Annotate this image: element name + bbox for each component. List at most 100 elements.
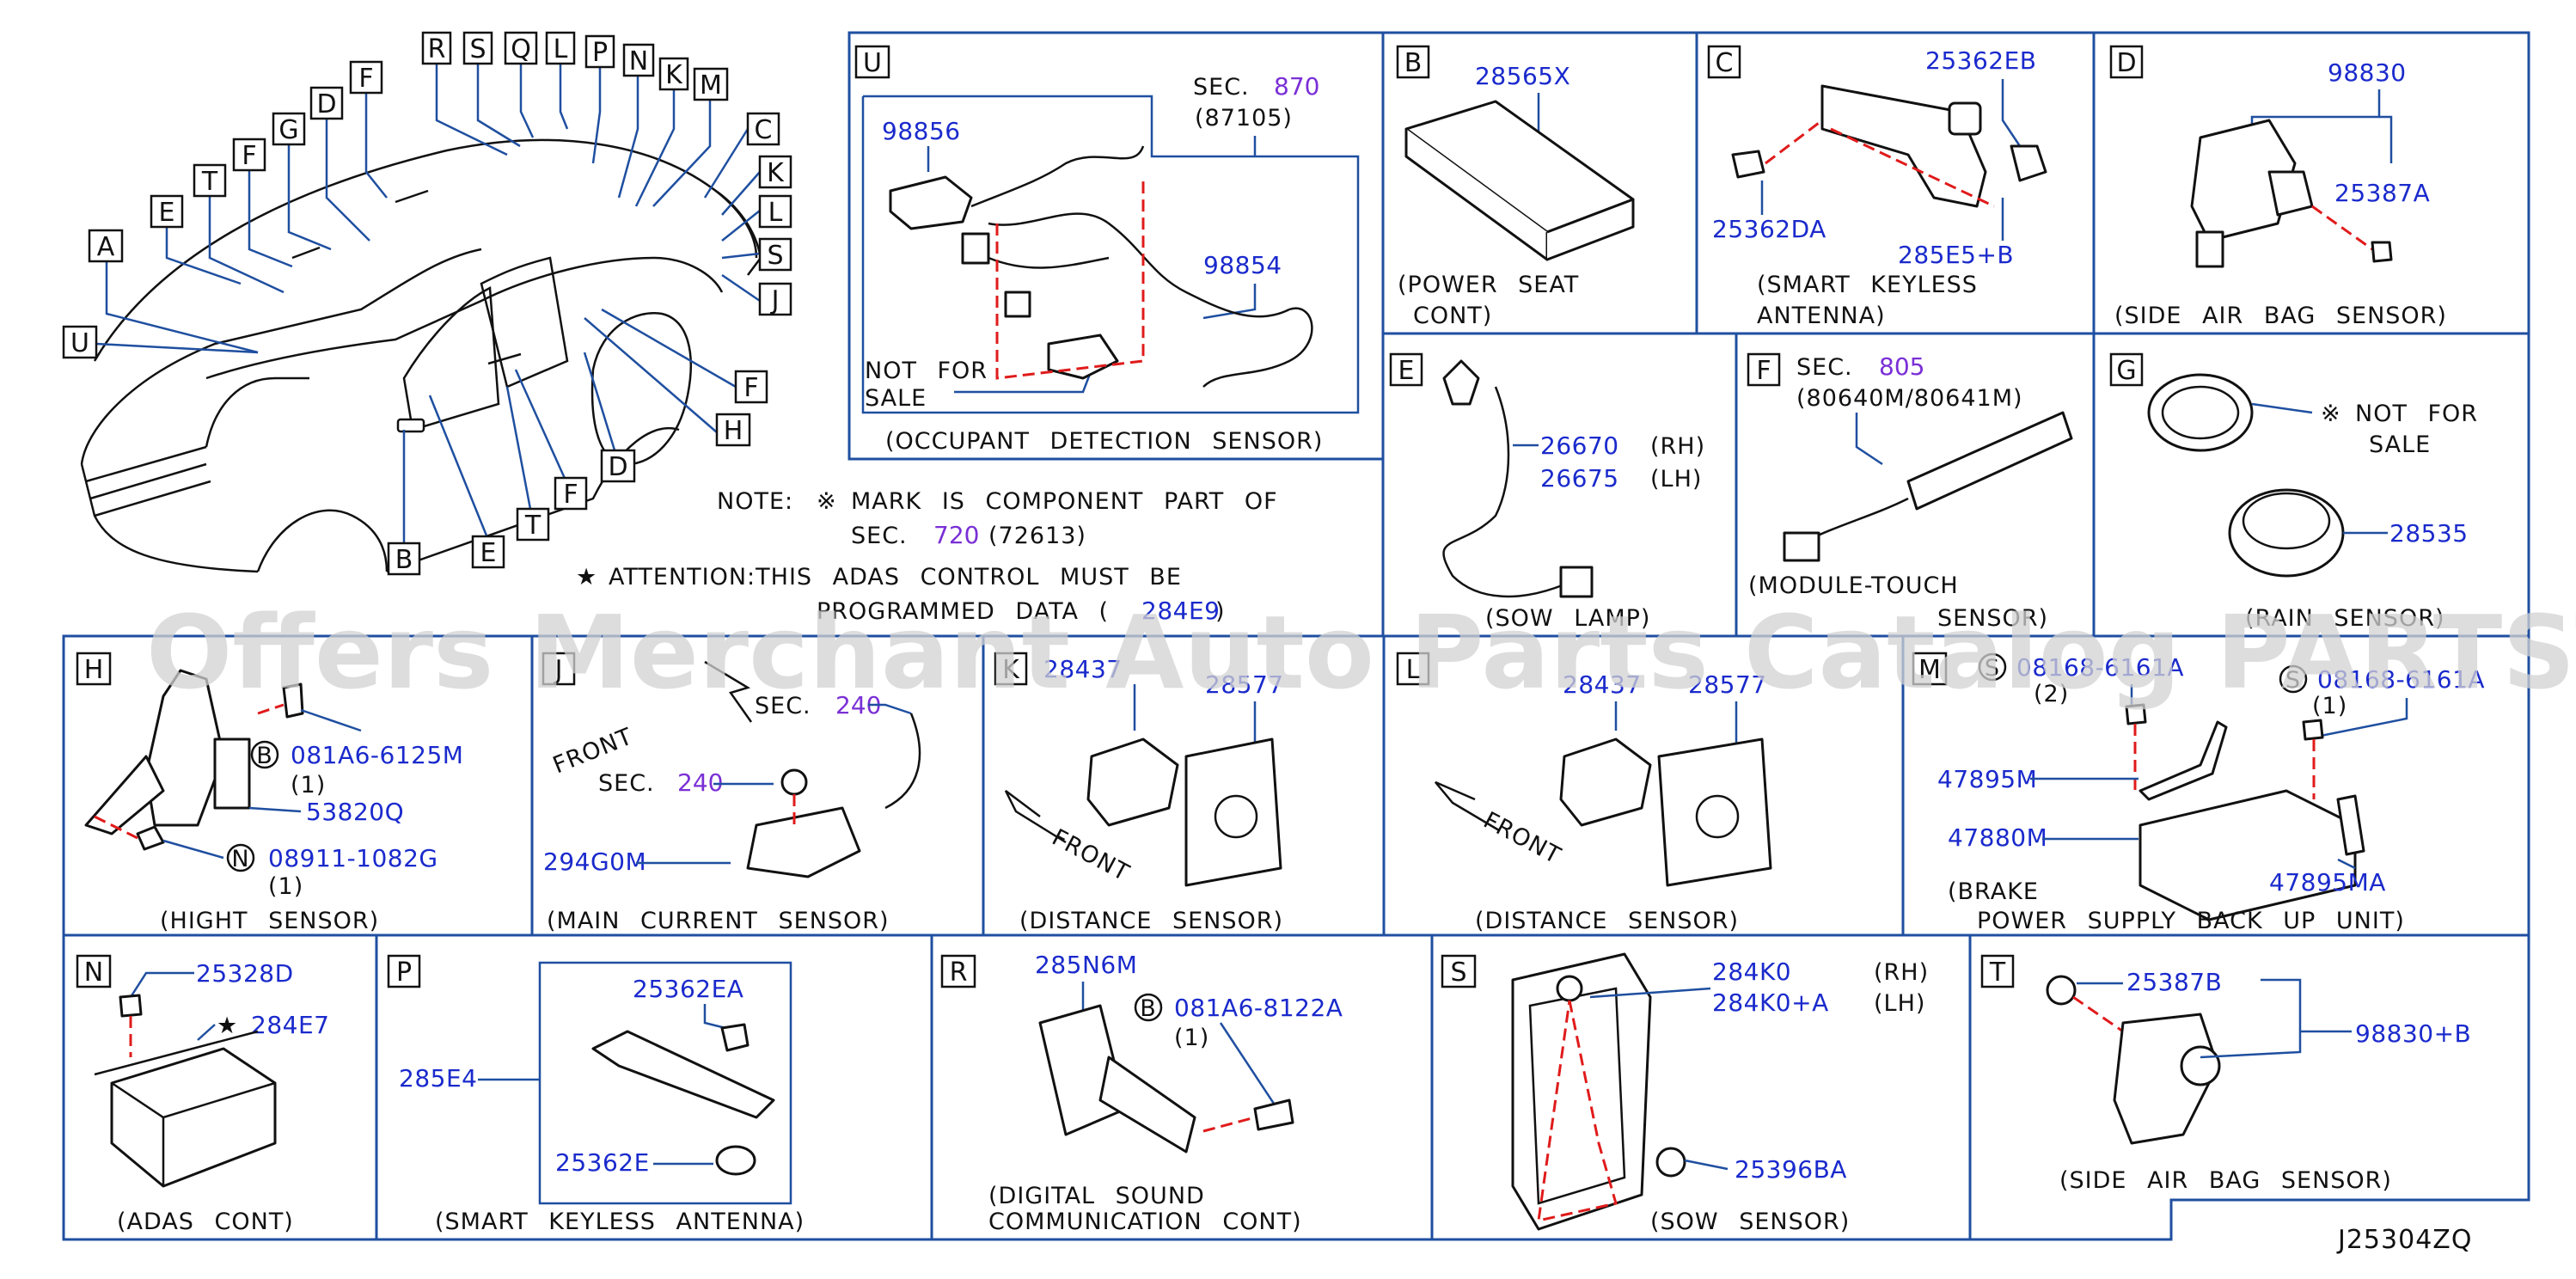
panel-u-letter: U [863, 48, 882, 78]
svg-text:L: L [768, 198, 783, 228]
note-label: NOTE: [717, 488, 793, 515]
svg-text:S: S [1985, 655, 2000, 682]
car-callout-r: R [421, 31, 452, 65]
svg-text:U: U [70, 328, 89, 358]
svg-text:284K0+A: 284K0+A [1712, 988, 1829, 1017]
panel-t: T 25387B 98830+B (SIDE AIR BAG SENSOR) [1980, 954, 2471, 1194]
car-callouts: R S Q L P N K M F D G F T E A U C K L S … [62, 31, 792, 576]
panel-c: C 25362EB 25362DA 285E5+B (SMART KEYLESS… [1707, 45, 2047, 329]
svg-text:K: K [767, 158, 785, 188]
diagram-code: J25304ZQ [2336, 1225, 2472, 1255]
panel-p: P 25362EA 285E4 25362E (SMART KEYLESS AN… [387, 954, 805, 1235]
svg-text:(1): (1) [1174, 1025, 1209, 1051]
car-callout-j: J [758, 282, 792, 316]
car-callout-f3: F [734, 370, 768, 404]
svg-text:47895MA: 47895MA [2269, 868, 2386, 897]
svg-text:(OCCUPANT DETECTION SENSOR): (OCCUPANT DETECTION SENSOR) [885, 428, 1323, 455]
svg-text:25387B: 25387B [2126, 968, 2222, 996]
svg-text:J: J [554, 655, 563, 685]
svg-text:A: A [97, 232, 115, 262]
car-leaders [95, 55, 761, 543]
note-part: 284E9 [1141, 597, 1220, 625]
svg-text:25396BA: 25396BA [1735, 1155, 1847, 1184]
svg-text:25387A: 25387A [2334, 179, 2430, 207]
svg-text:(HIGHT SENSOR): (HIGHT SENSOR) [160, 908, 379, 934]
car-callout-l: L [545, 31, 576, 65]
svg-text:28565X: 28565X [1475, 62, 1570, 90]
svg-text:R: R [950, 958, 968, 988]
svg-text:284K0: 284K0 [1712, 958, 1791, 986]
panel-h: H B 081A6-6125M (1) 53820Q N 08911-1082G… [76, 652, 463, 934]
car-callout-f4: F [554, 476, 588, 511]
svg-text:08911-1082G: 08911-1082G [268, 844, 438, 872]
svg-text:28437: 28437 [1043, 655, 1123, 683]
panel-r: R 285N6M B 081A6-8122A (1) (DIGITAL SOUN… [940, 951, 1343, 1235]
svg-text:R: R [428, 34, 446, 64]
car-callout-c: C [746, 112, 780, 146]
svg-text:25362EA: 25362EA [633, 975, 743, 1003]
svg-text:S: S [1450, 958, 1466, 988]
svg-text:SEC.: SEC. [598, 770, 655, 797]
svg-text:S: S [469, 34, 486, 64]
svg-text:C: C [755, 115, 773, 145]
car-overview [80, 138, 762, 573]
svg-text:E: E [1398, 356, 1415, 386]
svg-text:285E5+B: 285E5+B [1898, 241, 2014, 269]
svg-text:★: ★ [217, 1013, 238, 1039]
svg-text:284E7: 284E7 [251, 1011, 329, 1039]
note-line3: ATTENTION:THIS ADAS CONTROL MUST BE [609, 564, 1182, 591]
svg-text:P: P [592, 38, 608, 68]
svg-text:98854: 98854 [1203, 251, 1282, 279]
watermark: Offers Merchant Auto Parts Catalog PARTS… [146, 593, 2576, 712]
panel-e: E 26670 (RH) 26675 (LH) (SOW LAMP) [1389, 352, 1704, 632]
svg-text:G: G [278, 115, 298, 145]
car-callout-d2: D [600, 449, 636, 483]
svg-text:08168-6161A: 08168-6161A [2016, 653, 2184, 682]
svg-text:(1): (1) [2312, 693, 2347, 719]
car-callout-t1: T [193, 163, 227, 198]
svg-text:H: H [84, 655, 104, 685]
svg-text:N: N [231, 846, 249, 872]
note-line1: MARK IS COMPONENT PART OF [851, 488, 1278, 515]
svg-text:F: F [563, 480, 578, 510]
svg-text:28535: 28535 [2389, 519, 2469, 548]
svg-text:J: J [770, 285, 780, 315]
svg-text:240: 240 [677, 768, 723, 797]
car-callout-k: K [658, 57, 689, 91]
note-line4: PROGRAMMED DATA ( [817, 598, 1109, 625]
svg-text:(1): (1) [268, 873, 303, 900]
svg-text:COMMUNICATION CONT): COMMUNICATION CONT) [988, 1209, 1302, 1235]
svg-text:(LH): (LH) [1650, 466, 1702, 493]
svg-text:(SMART KEYLESS ANTENNA): (SMART KEYLESS ANTENNA) [435, 1209, 805, 1235]
svg-text:S: S [767, 241, 783, 271]
svg-text:B: B [256, 743, 273, 769]
svg-text:Q: Q [511, 34, 531, 64]
svg-text:NOT FOR: NOT FOR [2355, 401, 2478, 427]
svg-text:G: G [2116, 356, 2136, 386]
svg-text:(SOW SENSOR): (SOW SENSOR) [1650, 1209, 1850, 1235]
car-callout-h: H [715, 413, 751, 447]
svg-text:(BRAKE: (BRAKE [1948, 878, 2039, 905]
car-callout-m: M [693, 67, 729, 101]
note-mark: ※ [817, 488, 837, 515]
panel-j: J FRONT SEC. 240 SEC. 240 294G0M (MAIN C… [542, 652, 921, 934]
svg-text:SENSOR): SENSOR) [1937, 605, 2048, 632]
svg-text:(RH): (RH) [1874, 959, 1929, 986]
car-callout-s2: S [758, 237, 792, 272]
car-callout-f2: F [232, 138, 266, 172]
svg-text:K: K [1002, 655, 1020, 685]
panel-g: G ※ NOT FOR SALE 28535 (RAIN SENSOR) [2109, 352, 2478, 632]
svg-text:98856: 98856 [882, 117, 961, 145]
svg-text:(SIDE AIR BAG SENSOR): (SIDE AIR BAG SENSOR) [2114, 303, 2447, 329]
car-callout-e1: E [150, 194, 184, 229]
svg-text:870: 870 [1274, 72, 1319, 101]
panel-l: L 28437 28577 FRONT (DISTANCE SENSOR) [1396, 652, 1772, 934]
svg-text:(POWER SEAT: (POWER SEAT [1398, 272, 1579, 298]
svg-text:47880M: 47880M [1948, 823, 2047, 852]
panel-f: F SEC. 805 (80640M/80641M) (MODULE-TOUCH… [1747, 352, 2073, 632]
svg-text:08168-6161A: 08168-6161A [2317, 665, 2485, 694]
svg-text:98830+B: 98830+B [2355, 1019, 2471, 1048]
svg-text:081A6-6125M: 081A6-6125M [291, 741, 463, 769]
